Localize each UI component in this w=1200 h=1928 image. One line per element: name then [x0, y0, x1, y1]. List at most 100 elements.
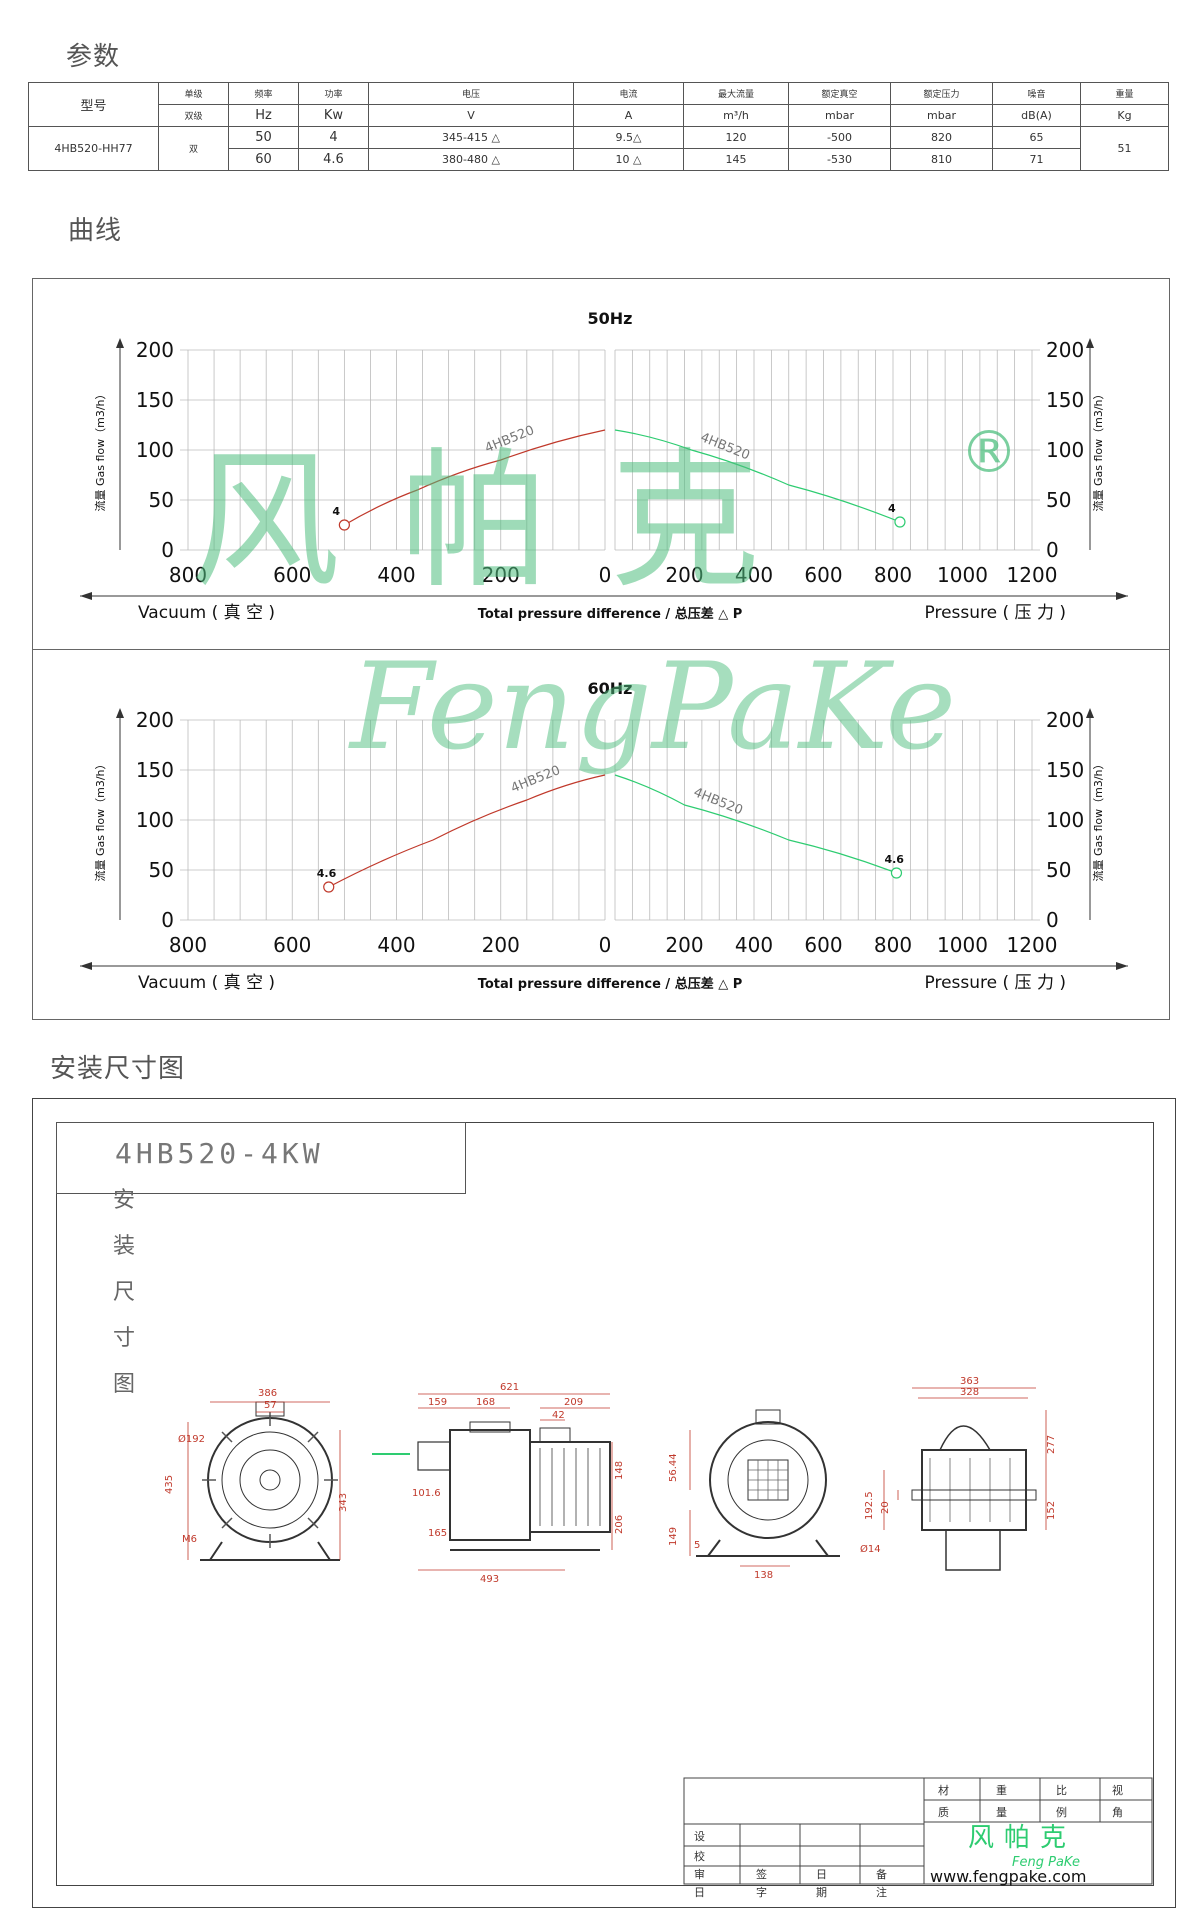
x-tick-pressure: 600 [804, 933, 842, 957]
front-dim-57: 57 [264, 1400, 277, 1411]
top-dim-277: 277 [1046, 1435, 1057, 1454]
current-50: 9.5△ [573, 126, 684, 149]
x-label-pressure: Pressure ( 压 力 ) [925, 603, 1066, 623]
series-line [614, 429, 901, 523]
curves-frame [32, 278, 1170, 1020]
top-blower-dome [938, 1425, 992, 1451]
tb-col: 签 [756, 1867, 767, 1881]
tb-cell: 例 [1056, 1805, 1067, 1819]
technical-drawings: 386 57 Ø192 435 343 M6 621 159 168 209 4… [164, 1376, 1057, 1585]
y-tick-right: 200 [1046, 338, 1084, 362]
tb-row: 审 [694, 1867, 705, 1881]
drawing-title-box: 4HB520-4KW [56, 1122, 466, 1194]
x-tick-vacuum: 0 [599, 933, 612, 957]
y-tick-left: 0 [161, 908, 174, 932]
tb-cell: 角 [1112, 1806, 1123, 1819]
drawing-inner-frame [56, 1122, 1154, 1886]
x-tick-vacuum: 200 [482, 563, 520, 587]
y-tick-left: 50 [149, 858, 174, 882]
chart-title: 50Hz [588, 309, 633, 328]
front-impeller [221, 1431, 319, 1529]
x-axis-arrow [80, 592, 92, 600]
x-tick-pressure: 1000 [937, 933, 988, 957]
x-tick-pressure: 400 [735, 933, 773, 957]
y-axis-arrow [1086, 338, 1094, 348]
side-terminal-box [539, 1427, 571, 1443]
x-tick-pressure: 1200 [1007, 563, 1058, 587]
y-tick-right: 50 [1046, 858, 1071, 882]
chart-title: 60Hz [588, 679, 633, 698]
rear-fan-cover [727, 1439, 809, 1521]
power-60: 4.6 [298, 148, 369, 171]
x-tick-pressure: 800 [874, 563, 912, 587]
side-dim-101: 101.6 [412, 1488, 441, 1499]
vacuum-unit: mbar [788, 104, 891, 127]
side-dim-493: 493 [480, 1574, 499, 1585]
series-end-point [894, 516, 906, 528]
tb-col: 期 [816, 1886, 827, 1899]
y-axis-arrow [1086, 708, 1094, 718]
front-dim-m6: M6 [182, 1534, 197, 1545]
x-label-vacuum: Vacuum ( 真 空 ) [138, 973, 275, 993]
phase-value: 双 [158, 126, 229, 171]
vertical-label: 安 装 尺 寸 图 [112, 1178, 136, 1408]
params-section-title: 参数 [66, 42, 121, 72]
top-dim-152: 152 [1046, 1501, 1057, 1520]
rear-dim-5: 5 [694, 1540, 700, 1551]
x-tick-vacuum: 600 [273, 563, 311, 587]
x-tick-vacuum: 600 [273, 933, 311, 957]
series-end-point [338, 519, 350, 531]
series-line [328, 774, 606, 888]
top-base-plate [911, 1489, 1037, 1501]
x-label-center: Total pressure difference / 总压差 △ P [478, 976, 743, 992]
drawing-outer-frame [32, 1098, 1176, 1908]
x-axis-arrow [1116, 962, 1128, 970]
params-table: 型号 单级 频率 功率 电压 电流 最大流量 额定真空 额定压力 噪音 重量 双… [28, 82, 1169, 171]
side-view [372, 1393, 613, 1571]
y-label-left: 流量 Gas flow（m3/h） [93, 758, 107, 881]
current-60: 10 △ [573, 148, 684, 171]
tb-website: www.fengpake.com [930, 1867, 1086, 1886]
front-shaft [259, 1469, 281, 1491]
y-tick-right: 100 [1046, 808, 1084, 832]
charts-divider [33, 649, 1169, 650]
vertical-char: 尺 [112, 1280, 135, 1305]
rear-housing [709, 1421, 827, 1539]
x-tick-pressure: 400 [735, 563, 773, 587]
y-tick-right: 100 [1046, 438, 1084, 462]
curves-section-title: 曲线 [68, 216, 123, 246]
x-label-pressure: Pressure ( 压 力 ) [925, 973, 1066, 993]
x-tick-vacuum: 0 [599, 563, 612, 587]
series-line [344, 429, 606, 526]
y-tick-right: 50 [1046, 488, 1071, 512]
side-outlet [469, 1421, 511, 1433]
top-dim-14: Ø14 [860, 1543, 881, 1555]
vertical-char: 装 [112, 1234, 135, 1259]
top-dimension-lines [883, 1387, 1047, 1530]
x-tick-pressure: 200 [665, 563, 703, 587]
front-fins [202, 1412, 338, 1548]
freq-60: 60 [228, 148, 299, 171]
y-tick-right: 150 [1046, 388, 1084, 412]
y-tick-right: 150 [1046, 758, 1084, 782]
series-end-label: 4 [888, 502, 896, 515]
drawing-title: 4HB520-4KW [115, 1137, 324, 1170]
noise-60: 71 [992, 148, 1081, 171]
vertical-char: 寸 [112, 1326, 135, 1351]
rear-dim-149: 149 [668, 1527, 679, 1546]
series-line [614, 774, 897, 874]
front-dim-386: 386 [258, 1388, 277, 1399]
side-dim-42: 42 [552, 1410, 565, 1421]
tb-cell: 质 [938, 1806, 949, 1819]
top-dim-192: 192.5 [864, 1491, 875, 1520]
rear-dim-138: 138 [754, 1570, 773, 1581]
x-tick-vacuum: 800 [169, 563, 207, 587]
series-end-point [323, 881, 335, 893]
y-tick-right: 0 [1046, 908, 1059, 932]
tb-logo-cn: 风帕克 [968, 1823, 1076, 1853]
top-view [883, 1387, 1047, 1571]
pressure-60: 810 [890, 148, 993, 171]
side-dim-168: 168 [476, 1397, 495, 1408]
top-fan-cover [945, 1529, 1001, 1571]
